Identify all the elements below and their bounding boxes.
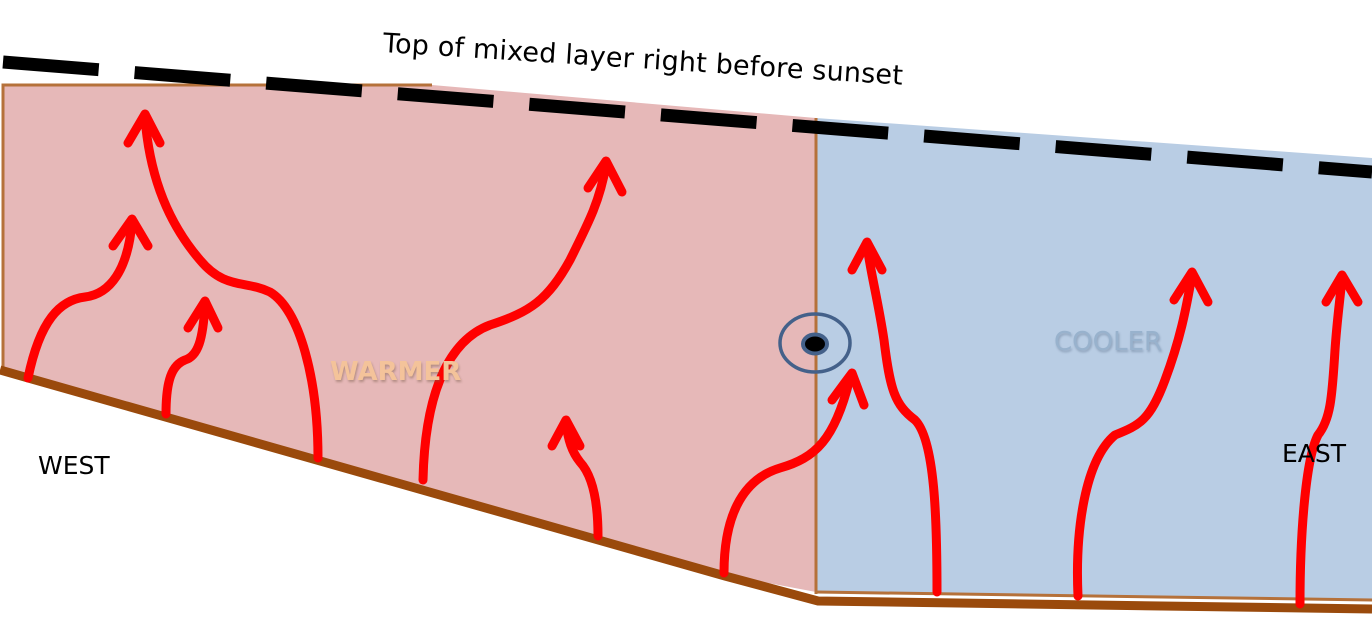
thermal-arrow-9-head	[1321, 270, 1363, 307]
thermal-arrow-3-head	[123, 109, 165, 148]
thermal-arrow-8-head	[1169, 267, 1213, 307]
thermal-arrow-8	[1073, 270, 1197, 601]
marker-dot-icon	[801, 332, 829, 356]
cooler-region-label: COOLER	[1054, 327, 1163, 357]
thermal-arrow-6-head	[827, 368, 869, 410]
thermal-arrow-1-head	[108, 214, 153, 251]
ground-surface	[0, 365, 1372, 614]
thermal-arrow-5-head	[547, 415, 585, 451]
thermal-arrow-3	[140, 113, 323, 463]
thermal-arrows	[23, 109, 1363, 609]
thermal-arrow-4-head	[583, 156, 627, 197]
thermal-arrow-7	[862, 240, 942, 597]
east-label: EAST	[1282, 439, 1347, 468]
marker-ring-icon	[778, 312, 852, 374]
thermal-arrow-4	[418, 160, 611, 485]
thermal-arrow-5	[561, 418, 603, 541]
observation-point-marker	[778, 312, 852, 374]
thermal-arrow-7-head	[847, 237, 887, 275]
cool-region-bottom-border	[815, 590, 1372, 602]
thermal-arrow-2-head	[183, 296, 223, 333]
west-label: WEST	[38, 451, 110, 480]
thermal-arrow-9	[1295, 273, 1347, 609]
warm-air-region	[3, 85, 816, 592]
thermal-arrow-1	[23, 217, 137, 383]
mixed-layer-top-dashed-line	[2, 55, 1372, 179]
warmer-region-label: WARMER	[330, 357, 462, 387]
thermal-arrow-2	[161, 299, 210, 419]
cool-air-region	[816, 118, 1372, 600]
thermal-arrow-6	[719, 373, 855, 578]
